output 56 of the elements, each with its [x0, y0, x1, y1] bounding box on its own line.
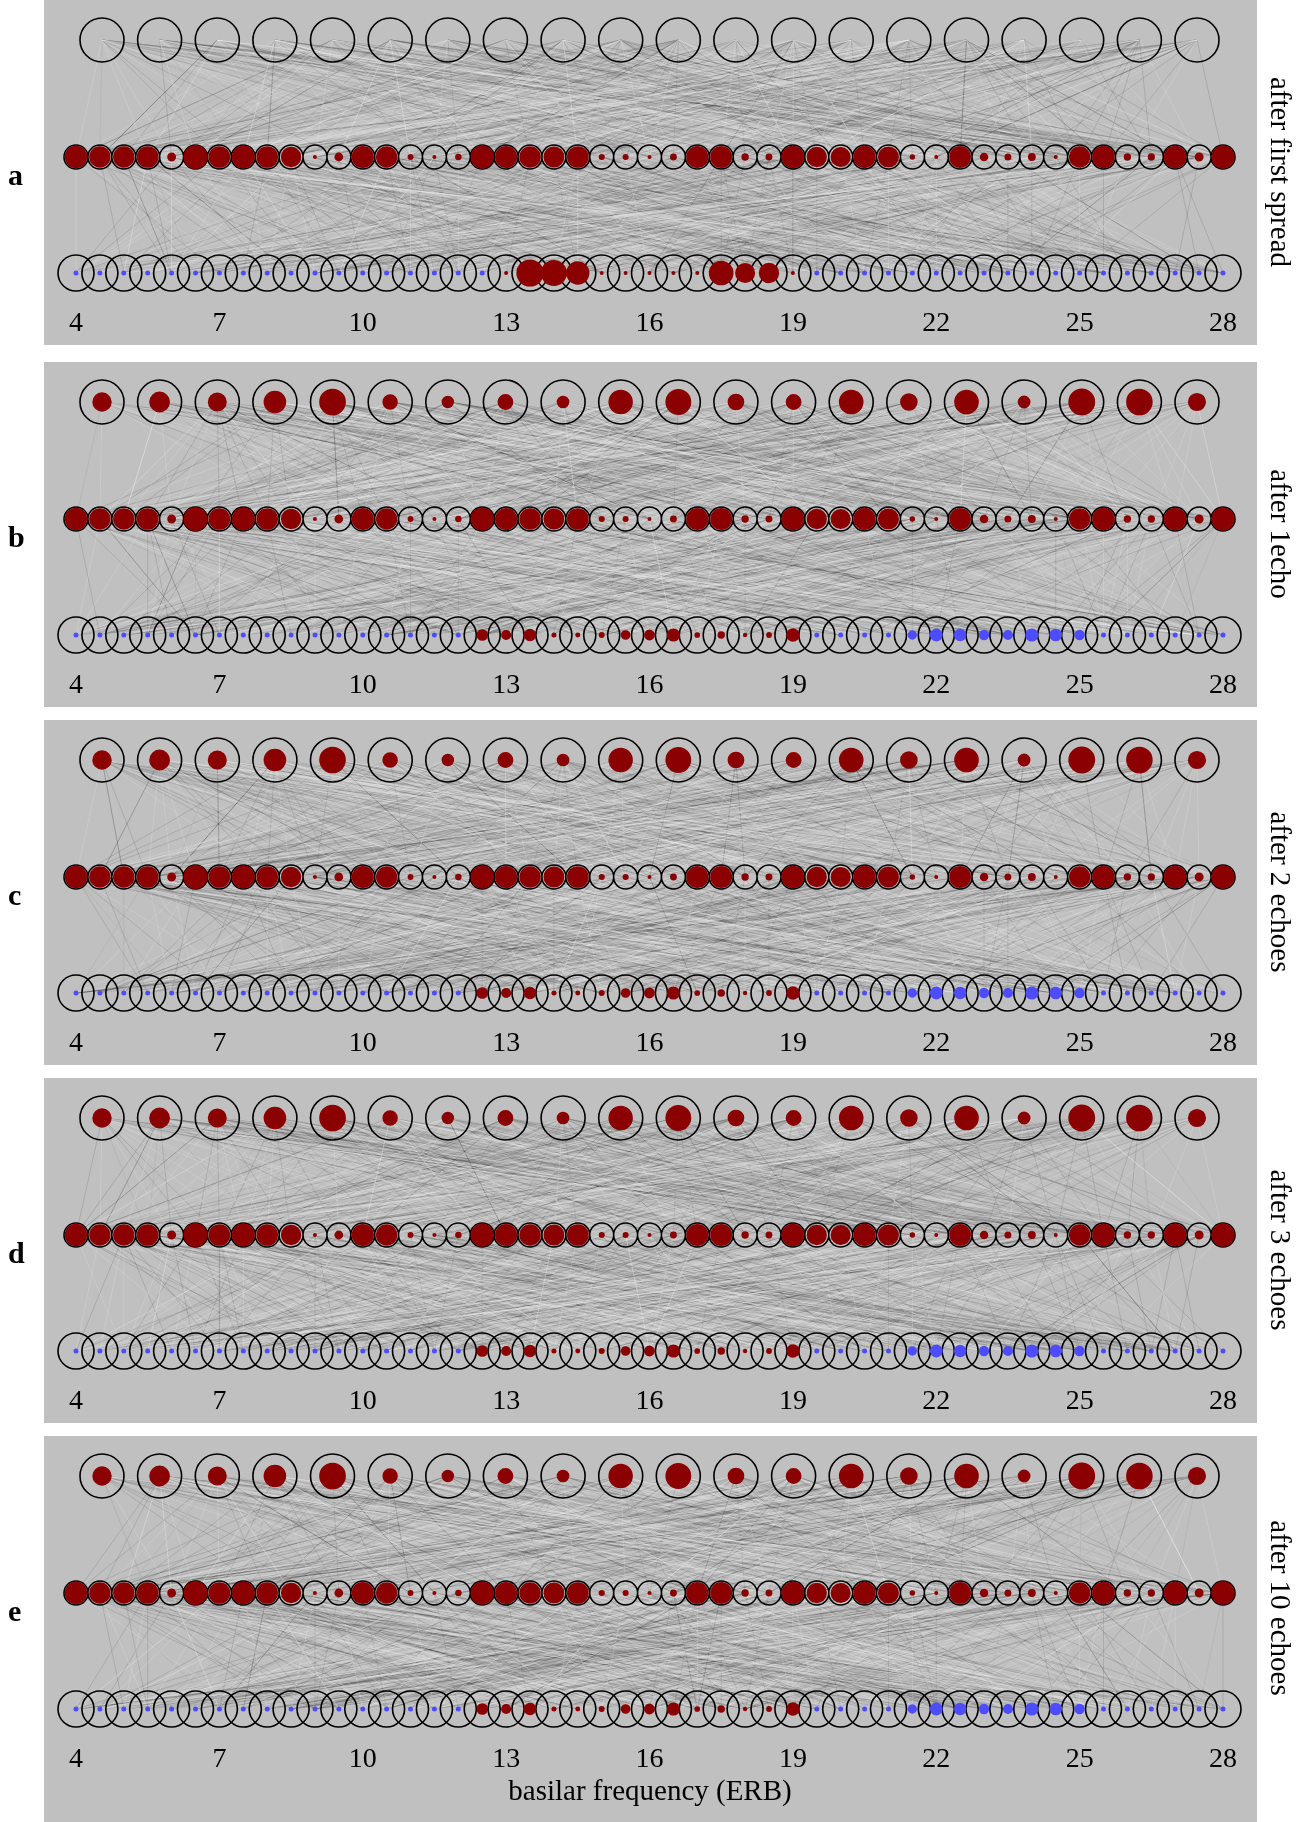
panel-title: after 10 echoes: [1265, 1520, 1295, 1696]
tick-label: 13: [492, 670, 521, 698]
tick-label: 10: [348, 670, 377, 698]
tick-label: 7: [212, 670, 227, 698]
tick-label: 13: [492, 1386, 521, 1414]
tick-label: 19: [778, 308, 807, 336]
tick-label: 10: [348, 1744, 377, 1772]
tick-label: 7: [212, 1744, 227, 1772]
tick-label: 19: [778, 670, 807, 698]
tick-label: 25: [1065, 1386, 1094, 1414]
panel-title: after 2 echoes: [1265, 811, 1295, 973]
panel-letter: e: [8, 1596, 22, 1626]
tick-label: 7: [212, 308, 227, 336]
panel-letter: a: [8, 160, 23, 190]
axis-title: basilar frequency (ERB): [508, 1776, 792, 1805]
panel-letter: b: [8, 522, 25, 552]
tick-label: 13: [492, 1744, 521, 1772]
tick-label: 25: [1065, 308, 1094, 336]
tick-label: 25: [1065, 1744, 1094, 1772]
tick-label: 4: [69, 670, 83, 698]
tick-label: 22: [922, 1028, 951, 1056]
tick-label: 19: [778, 1028, 807, 1056]
tick-label: 13: [492, 308, 521, 336]
tick-label: 10: [348, 1028, 377, 1056]
tick-label: 28: [1209, 670, 1237, 698]
panel-title: after first spread: [1265, 77, 1295, 267]
tick-label: 16: [635, 308, 664, 336]
panel-title: after 1echo: [1265, 469, 1295, 599]
tick-label: 28: [1209, 1028, 1237, 1056]
tick-label: 28: [1209, 1386, 1237, 1414]
tick-label: 4: [69, 1744, 83, 1772]
tick-label: 4: [69, 1386, 83, 1414]
tick-label: 25: [1065, 670, 1094, 698]
panel-letter: d: [8, 1238, 25, 1268]
tick-label: 10: [348, 1386, 377, 1414]
tick-label: 10: [348, 308, 377, 336]
tick-label: 16: [635, 1744, 664, 1772]
tick-label: 22: [922, 1744, 951, 1772]
tick-label: 13: [492, 1028, 521, 1056]
tick-label: 22: [922, 1386, 951, 1414]
tick-label: 19: [778, 1386, 807, 1414]
tick-label: 4: [69, 1028, 83, 1056]
tick-label: 22: [922, 670, 951, 698]
tick-label: 7: [212, 1028, 227, 1056]
tick-label: 28: [1209, 308, 1237, 336]
tick-label: 22: [922, 308, 951, 336]
panel-title: after 3 echoes: [1265, 1169, 1295, 1331]
tick-label: 4: [69, 308, 83, 336]
tick-label: 25: [1065, 1028, 1094, 1056]
tick-label: 19: [778, 1744, 807, 1772]
tick-label: 16: [635, 1028, 664, 1056]
tick-label: 16: [635, 1386, 664, 1414]
tick-label: 16: [635, 670, 664, 698]
tick-label: 28: [1209, 1744, 1237, 1772]
panel-letter: c: [8, 880, 22, 910]
tick-label: 7: [212, 1386, 227, 1414]
